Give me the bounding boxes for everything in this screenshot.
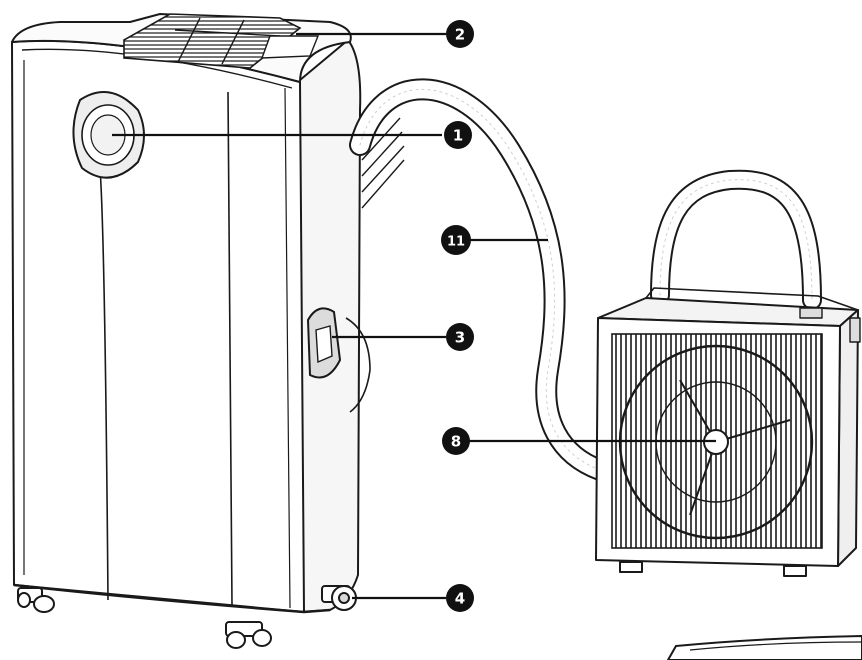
callout-2-label: 2 <box>455 26 465 44</box>
callout-11-label: 11 <box>447 235 465 250</box>
connection-hose <box>349 78 611 481</box>
callout-8: 8 <box>442 427 470 455</box>
caster-rear <box>321 585 357 611</box>
indoor-unit-front-panel <box>11 39 305 613</box>
caster-front-right <box>225 621 272 649</box>
indoor-unit <box>11 13 362 614</box>
callout-11: 11 <box>441 225 471 255</box>
callout-3: 3 <box>446 323 474 351</box>
side-handle <box>306 307 371 413</box>
callout-8-label: 8 <box>451 433 461 451</box>
caster-front-left <box>17 587 55 613</box>
callout-2: 2 <box>446 20 474 48</box>
callout-4-label: 4 <box>455 590 465 608</box>
callout-1-label: 1 <box>453 127 463 145</box>
callout-4: 4 <box>446 584 474 612</box>
outdoor-unit-hose-loop <box>650 169 822 310</box>
callout-1: 1 <box>444 121 472 149</box>
callout-3-label: 3 <box>455 329 465 347</box>
caster-wheels <box>17 585 357 649</box>
callout-leaders <box>112 32 716 600</box>
top-air-outlet-louver <box>123 13 320 69</box>
front-round-vent <box>72 91 145 179</box>
rear-exhaust-grille <box>361 117 405 209</box>
window-kit-edge <box>666 634 862 660</box>
